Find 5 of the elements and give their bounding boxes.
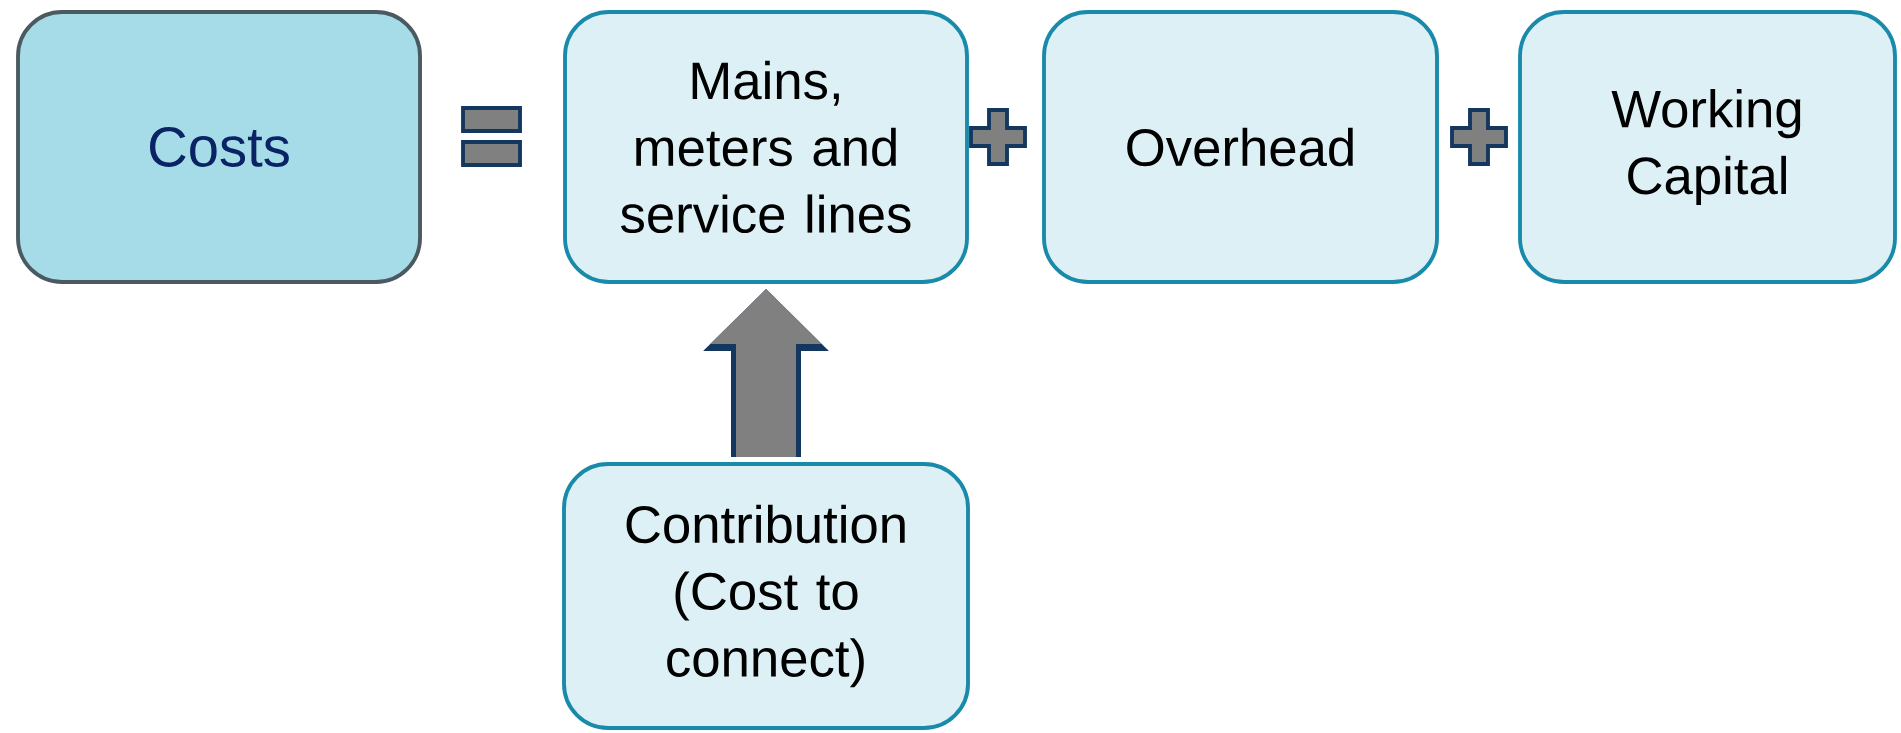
process-box: Contribution (Cost to connect) — [562, 462, 970, 730]
process-box: Overhead — [1042, 10, 1439, 284]
process-box: Costs — [16, 10, 422, 284]
process-box: Working Capital — [1518, 10, 1897, 284]
process-box: Mains, meters and service lines — [563, 10, 969, 284]
